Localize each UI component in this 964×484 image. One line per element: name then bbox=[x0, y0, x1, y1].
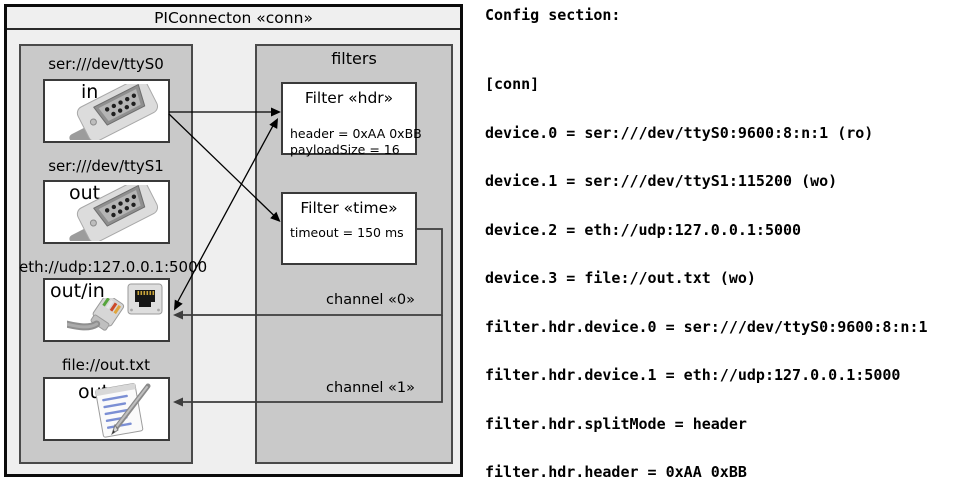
diagram-title: PIConnecton «conn» bbox=[7, 7, 460, 30]
filter-attribute: payloadSize = 16 bbox=[290, 142, 400, 157]
filter-box-time: Filter «time» timeout = 150 ms bbox=[281, 192, 417, 265]
config-line: filter.hdr.header = 0xAA 0xBB bbox=[485, 463, 747, 482]
config-text: [conn] device.0 = ser:///dev/ttyS0:9600:… bbox=[485, 44, 937, 484]
config-line: device.3 = file://out.txt (wo) bbox=[485, 269, 756, 288]
ethernet-cable-icon bbox=[67, 298, 125, 331]
notepad-icon bbox=[95, 383, 151, 438]
device-label-ttys1: ser:///dev/ttyS1 bbox=[48, 157, 164, 175]
device-box-file: out bbox=[43, 377, 170, 441]
channel-1-label: channel «1» bbox=[326, 380, 415, 396]
channel-0-label: channel «0» bbox=[326, 292, 415, 308]
serial-connector-icon bbox=[69, 185, 159, 241]
device-box-ttys0: in bbox=[43, 79, 170, 143]
device-label-ttys0: ser:///dev/ttyS0 bbox=[48, 55, 164, 73]
ethernet-port-icon bbox=[127, 283, 163, 315]
config-line: filter.hdr.device.1 = eth://udp:127.0.0.… bbox=[485, 366, 901, 385]
config-line: filter.hdr.splitMode = header bbox=[485, 414, 747, 433]
device-direction: out bbox=[69, 182, 101, 204]
filter-attribute: timeout = 150 ms bbox=[290, 225, 404, 240]
device-box-ttys1: out bbox=[43, 180, 170, 244]
config-line: device.0 = ser:///dev/ttyS0:9600:8:n:1 (… bbox=[485, 123, 874, 142]
device-label-file: file://out.txt bbox=[62, 356, 150, 374]
device-direction: out/in bbox=[50, 280, 105, 302]
filter-attribute: header = 0xAA 0xBB bbox=[290, 126, 422, 141]
config-line: device.1 = ser:///dev/ttyS1:115200 (wo) bbox=[485, 172, 838, 191]
serial-connector-icon bbox=[69, 84, 159, 140]
config-heading: Config section: bbox=[485, 6, 621, 24]
filter-title: Filter «time» bbox=[300, 199, 398, 217]
filter-box-hdr: Filter «hdr» header = 0xAA 0xBB payloadS… bbox=[281, 82, 422, 157]
config-line: filter.hdr.device.0 = ser:///dev/ttyS0:9… bbox=[485, 317, 928, 336]
config-line: [conn] bbox=[485, 75, 540, 94]
config-line: device.2 = eth://udp:127.0.0.1:5000 bbox=[485, 220, 802, 239]
filter-title: Filter «hdr» bbox=[304, 89, 394, 107]
device-box-eth: out/in bbox=[43, 278, 170, 342]
device-direction: in bbox=[81, 81, 99, 103]
filters-panel-title: filters bbox=[331, 49, 377, 68]
device-label-eth: eth://udp:127.0.0.1:5000 bbox=[19, 258, 208, 276]
